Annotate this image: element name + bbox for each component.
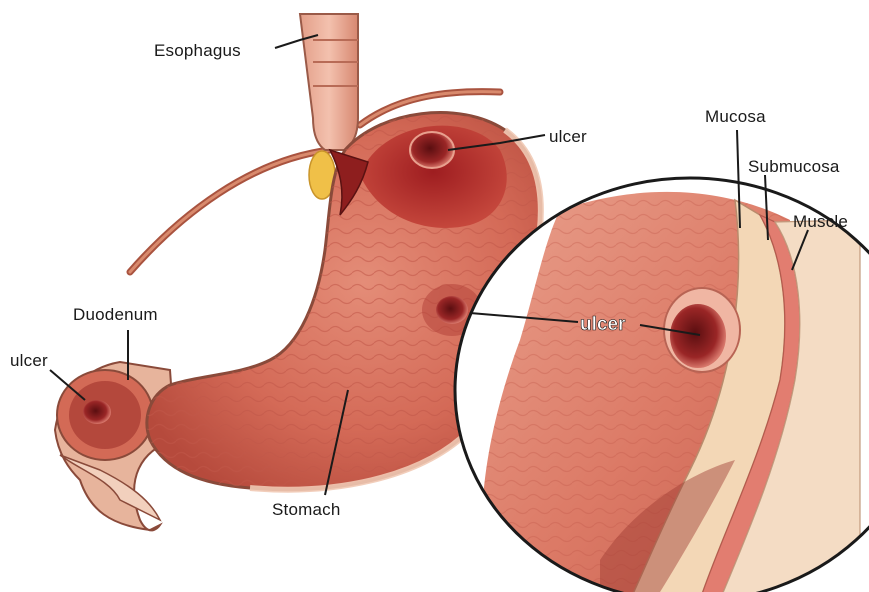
esophagus-tube — [300, 14, 358, 150]
label-duodenum: Duodenum — [73, 305, 158, 324]
label-esophagus: Esophagus — [154, 41, 241, 60]
zoom-ulcer-core — [670, 304, 726, 368]
label-ulcer-top: ulcer — [549, 127, 587, 146]
label-ulcer-left: ulcer — [10, 351, 48, 370]
label-submucosa: Submucosa — [748, 157, 840, 176]
label-stomach: Stomach — [272, 500, 341, 519]
label-muscle: Muscle — [793, 212, 848, 231]
label-ulcer-center: ulcer — [580, 314, 626, 335]
vessel-left-inner — [130, 150, 330, 272]
label-mucosa: Mucosa — [705, 107, 766, 126]
vessel-left — [130, 150, 330, 272]
duodenal-ulcer — [83, 400, 111, 424]
gastric-ulcer-center — [436, 296, 468, 324]
